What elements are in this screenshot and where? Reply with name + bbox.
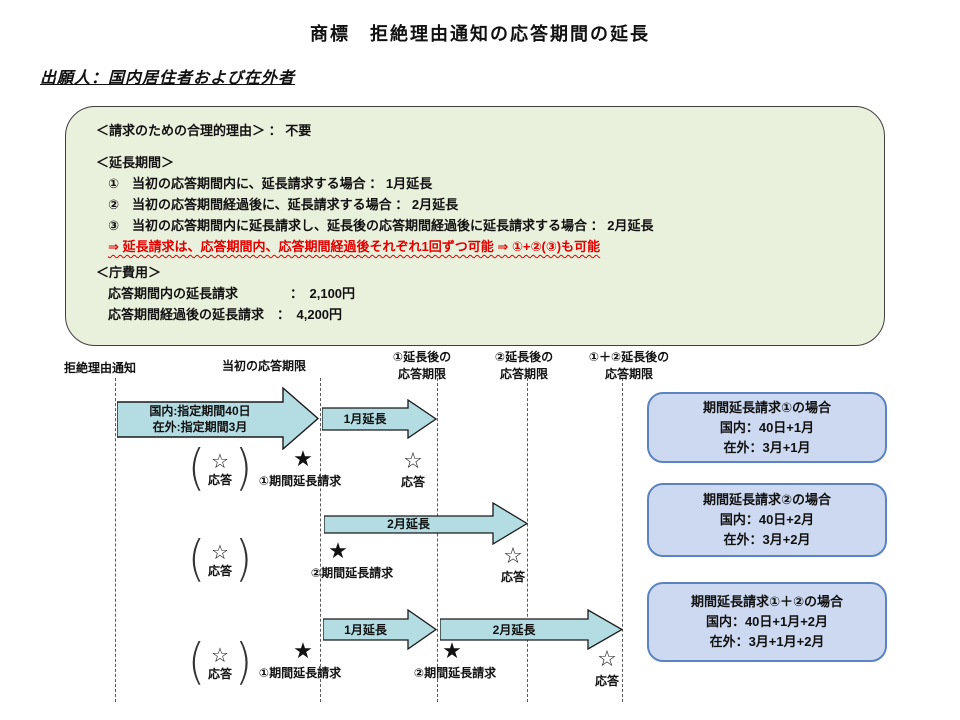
timeline-gridline-ext2-deadline <box>527 378 528 702</box>
optional-response-group-2: ( ☆ 応答 ) <box>187 530 253 588</box>
case2-abroad: 在外：3月+2月 <box>723 532 811 547</box>
case2-domestic: 国内：40日+2月 <box>719 512 815 527</box>
response-label: 応答 <box>500 570 526 584</box>
extension-item-3: ③ 当初の応答期間内に延長請求し、延長後の応答期間経過後に延長請求する場合 ： … <box>108 218 654 233</box>
fee-line-2: 応答期間経過後の延長請求 ： 4,200円 <box>108 307 343 322</box>
filled-star-icon: ★ <box>328 538 348 563</box>
case1-abroad: 在外：3月+1月 <box>723 439 811 455</box>
filled-star-icon: ★ <box>442 638 462 663</box>
ext2-arrow-case3: 2月延長 <box>440 609 623 650</box>
extension-item-1: ① 当初の応答期間内に、延長請求する場合 ： 1月延長 <box>108 176 433 191</box>
request2-label: ②期間延長請求 <box>413 666 497 680</box>
right-arrow-shape <box>324 502 528 545</box>
paren-close-icon: ) <box>235 633 253 691</box>
ext2-arrow-case2-label: 2月延長 <box>387 516 430 531</box>
request1-label: ①期間延長請求 <box>258 666 342 680</box>
case3-domestic: 国内：40日+1月+2月 <box>705 614 829 629</box>
timeline-gridline-ext1plus2-deadline <box>622 378 623 702</box>
right-arrow-shape <box>117 387 320 450</box>
open-star-icon: ☆ <box>211 451 229 473</box>
filled-star-icon: ★ <box>293 446 313 471</box>
milestone-label-ext1plus2-deadline: ①＋②延長後の 応答期限 <box>588 350 670 381</box>
case1-box: 期間延長請求①の場合 国内：40日+1月 在外：3月+1月 <box>647 392 887 463</box>
response-label: 応答 <box>207 473 233 487</box>
paren-open-icon: ( <box>187 633 205 691</box>
open-star-icon: ☆ <box>403 448 423 473</box>
summary-panel: ＜請求のための合理的理由＞ ： 不要 ＜延長期間＞ ① 当初の応答期間内に、延長… <box>65 106 885 346</box>
paren-close-icon: ) <box>235 530 253 588</box>
right-arrow-shape <box>440 609 623 650</box>
optional-response-group-3: ( ☆ 応答 ) <box>187 633 253 691</box>
response-label: 応答 <box>207 667 233 681</box>
paren-open-icon: ( <box>187 530 205 588</box>
case3-box: 期間延長請求①＋②の場合 国内：40日+1月+2月 在外：3月+1月+2月 <box>647 582 887 662</box>
fee-header: ＜庁費用＞ <box>96 265 162 280</box>
fee-line-1: 応答期間内の延長請求 ： 2,100円 <box>108 286 356 301</box>
milestone-label-initial-deadline: 当初の応答期限 <box>222 359 307 373</box>
right-arrow-shape <box>323 609 437 650</box>
ext1-arrow-case3-label: 1月延長 <box>344 622 387 637</box>
page-title: 商標 拒絶理由通知の応答期間の延長 <box>310 24 650 44</box>
case3-abroad: 在外：3月+1月+2月 <box>709 634 825 649</box>
ext2-arrow-case2: 2月延長 <box>324 502 528 545</box>
ext1-arrow-case1-label: 1月延長 <box>343 412 387 426</box>
case2-box: 期間延長請求②の場合 国内：40日+2月 在外：3月+2月 <box>647 483 887 557</box>
applicant-note: 出願人：国内居住者および在外者 <box>40 70 296 87</box>
timeline-gridline-initial-deadline <box>320 378 321 702</box>
open-star-icon: ☆ <box>211 645 229 667</box>
reason-line: ＜請求のための合理的理由＞ ： 不要 <box>96 123 312 138</box>
open-star-icon: ☆ <box>503 543 523 568</box>
milestone-label-ext2-deadline: ②延長後の 応答期限 <box>494 350 554 381</box>
paren-open-icon: ( <box>187 439 205 497</box>
request2-label: ②期間延長請求 <box>310 566 394 580</box>
case2-title: 期間延長請求②の場合 <box>702 492 831 507</box>
extension-note: ⇒ 延長請求は、応答期間内、応答期間経過後それぞれ1回ずつ可能 ⇒ ①+②(③)… <box>108 239 601 254</box>
optional-response-group-1: ( ☆ 応答 ) <box>187 439 253 497</box>
case1-title: 期間延長請求①の場合 <box>702 399 831 415</box>
extension-item-2: ② 当初の応答期間経過後に、延長請求する場合 ： 2月延長 <box>108 197 459 212</box>
case3-title: 期間延長請求①＋②の場合 <box>690 594 843 609</box>
timeline-gridline-ext1-deadline <box>437 378 438 702</box>
ext2-arrow-case3-label: 2月延長 <box>492 622 536 637</box>
response-label: 応答 <box>594 674 620 688</box>
milestone-label-ext1-deadline: ①延長後の 応答期限 <box>392 350 452 381</box>
ext1-arrow-case1: 1月延長 <box>322 399 437 439</box>
case1-domestic: 国内：40日+1月 <box>719 419 815 435</box>
response-label: 応答 <box>400 475 426 489</box>
open-star-icon: ☆ <box>597 646 617 671</box>
right-arrow-shape <box>322 399 437 439</box>
ext1-arrow-case3: 1月延長 <box>323 609 437 650</box>
initial-period-arrow: 国内:指定期間40日 在外:指定期間3月 <box>117 387 320 450</box>
milestone-label-notice: 拒絶理由通知 <box>64 361 137 375</box>
initial-period-arrow-label: 国内:指定期間40日 在外:指定期間3月 <box>149 403 251 434</box>
request1-label: ①期間延長請求 <box>258 474 342 488</box>
response-label: 応答 <box>207 564 233 578</box>
filled-star-icon: ★ <box>293 638 313 663</box>
open-star-icon: ☆ <box>211 542 229 564</box>
extension-header: ＜延長期間＞ <box>96 155 175 170</box>
timeline-gridline-notice <box>115 378 116 702</box>
paren-close-icon: ) <box>235 439 253 497</box>
